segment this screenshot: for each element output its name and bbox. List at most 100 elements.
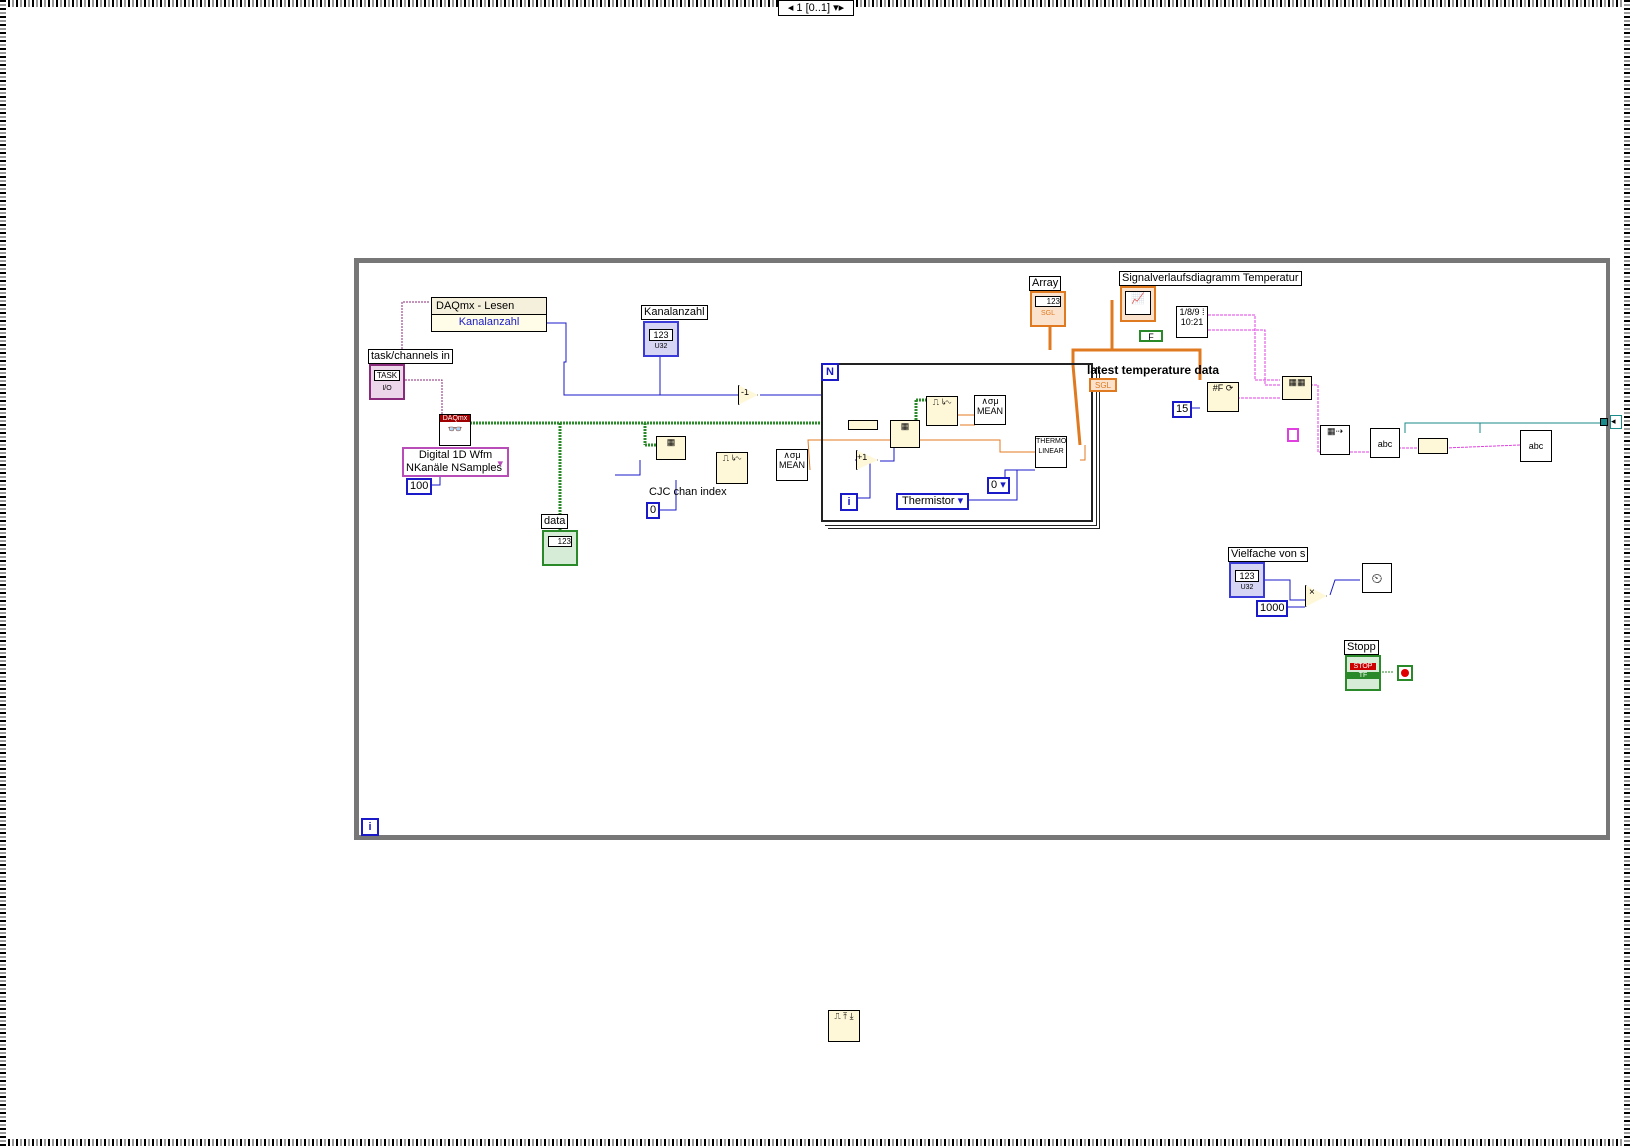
kanalanzahl-indicator[interactable]: 123 U32 [643, 321, 679, 357]
vielfache-type: U32 [1240, 584, 1254, 591]
build-array-node[interactable]: ▦▦ [1282, 376, 1312, 400]
date-time-icon: 1/8/9 ⁞ 10:21 [1179, 307, 1205, 327]
case-selector[interactable]: ◂ 1 [0..1] ▾▸ [778, 0, 854, 16]
array-grid-icon: ▦ [666, 437, 676, 447]
shift-register-out[interactable] [1600, 418, 1608, 426]
cjc-constant[interactable]: 0 [646, 502, 661, 519]
waveform-icon-inner: ⎍ ↳∿ [932, 397, 952, 407]
build-array-icon: ▦▦ [1288, 377, 1306, 387]
for-loop-iteration-terminal[interactable]: i [840, 493, 858, 511]
case-dropdown-icon[interactable]: ▾▸ [833, 2, 845, 14]
const-15[interactable]: 15 [1172, 401, 1193, 418]
format-string-node[interactable]: #F ⟳ [1207, 382, 1239, 412]
case-selector-label: 1 [0..1] [796, 2, 831, 14]
const-1000[interactable]: 1000 [1256, 600, 1289, 617]
vielfache-label: Vielfache von s [1228, 547, 1309, 562]
wait-ms-node[interactable]: ⏲ [1362, 563, 1392, 593]
empty-string-constant[interactable] [1287, 428, 1299, 442]
task-channels-label: task/channels in [368, 349, 453, 364]
false-constant[interactable]: F [1139, 330, 1163, 342]
zero-ring-value: 0 [991, 479, 998, 491]
increment-icon: +1 [857, 452, 868, 462]
thermistor-ring[interactable]: Thermistor ▾ [896, 493, 970, 510]
samples-constant[interactable]: 100 [406, 478, 433, 495]
stop-control[interactable]: STOP TF [1345, 655, 1381, 691]
stopp-label: Stopp [1344, 640, 1379, 655]
index-array-inner[interactable]: ▦ [890, 420, 920, 448]
metronome-icon: ⏲ [1371, 570, 1383, 586]
data-num: 123 [548, 536, 572, 547]
mean-node[interactable]: ∧σμ MEAN [776, 449, 808, 481]
cjc-chan-index-label: CJC chan index [649, 486, 727, 498]
array-indicator[interactable]: 123 SGL [1030, 291, 1066, 327]
unbundle-node[interactable] [848, 420, 878, 430]
channel-count-property[interactable]: Kanalanzahl [458, 316, 520, 328]
latest-temp-indicator[interactable]: SGL [1089, 378, 1117, 392]
string-node[interactable]: abc [1370, 428, 1400, 458]
chart-icon: 📈 [1125, 291, 1151, 315]
kanalanzahl-num: 123 [649, 329, 673, 341]
get-waveform-inner[interactable]: ⎍ ↳∿ [926, 396, 958, 426]
data-indicator[interactable]: 123 [542, 530, 578, 566]
task-icon: TASK [374, 370, 400, 381]
date-time-node[interactable]: 1/8/9 ⁞ 10:21 [1176, 306, 1208, 338]
for-loop[interactable] [821, 363, 1093, 522]
io-icon: I/O [382, 385, 392, 392]
daq-mode-line1: Digital 1D Wfm [418, 449, 493, 461]
loop-count-terminal[interactable]: N [821, 363, 839, 381]
daq-mode-selector[interactable]: Digital 1D Wfm NKanäle NSamples ▾ [402, 447, 509, 477]
format-icon: #F ⟳ [1212, 383, 1234, 393]
signal-chart-label: Signalverlaufsdiagramm Temperatur [1119, 271, 1302, 286]
task-channels-terminal[interactable]: TASK I/O [369, 364, 405, 400]
decrement-icon: -1 [741, 387, 750, 397]
multiply-icon: × [1309, 587, 1315, 598]
kanalanzahl-type: U32 [654, 343, 668, 350]
shift-register-in-icon[interactable]: ◂ [1610, 415, 1622, 429]
signal-chart-terminal[interactable]: 📈 [1120, 286, 1156, 322]
index-array-node[interactable]: ▦ [656, 436, 686, 460]
latest-temp-label: latest temperature data [1087, 363, 1220, 377]
daqmx-read-vi[interactable]: DAQmx 👓 [439, 414, 471, 446]
loop-condition-terminal[interactable] [1397, 665, 1413, 681]
glasses-icon: 👓 [447, 422, 463, 436]
daqmx-icon: DAQmx [440, 415, 470, 422]
get-waveform-node[interactable]: ⎍ ↳∿ [716, 452, 748, 484]
mean-label-inner: MEAN [976, 406, 1003, 416]
daqmx-read-title: DAQmx - Lesen [432, 298, 546, 315]
waveform-build-node[interactable]: ⎍ ⤒ ⤓ [828, 1010, 860, 1042]
concat-node[interactable] [1418, 438, 1448, 454]
vielfache-num: 123 [1235, 570, 1259, 582]
kanalanzahl-label: Kanalanzahl [641, 305, 708, 320]
tf-icon: TF [1347, 672, 1379, 679]
loop-iteration-terminal[interactable]: i [361, 818, 379, 836]
vielfache-control[interactable]: 123 U32 [1229, 562, 1265, 598]
mean-label: MEAN [778, 460, 805, 470]
write-abc-icon: abc [1528, 441, 1544, 451]
mean-node-inner[interactable]: ∧σμ MEAN [974, 395, 1006, 425]
array-to-spreadsheet-node[interactable]: ▦⇢ [1320, 425, 1350, 455]
daq-mode-line2: NKanäle NSamples [406, 462, 502, 474]
spreadsheet-icon: ▦⇢ [1326, 426, 1344, 436]
while-loop[interactable] [354, 258, 1610, 840]
prev-case-arrow[interactable]: ◂ [787, 2, 794, 14]
array-label: Array [1029, 276, 1062, 291]
daqmx-read-property-node[interactable]: DAQmx - Lesen Kanalanzahl [431, 297, 547, 332]
frame-right-border [1624, 0, 1630, 1146]
waveform-icon: ⎍ ↳∿ [722, 453, 742, 463]
dropdown-icon: ▾ [497, 458, 503, 470]
thermo-icon: THERMO LINEAR [1036, 438, 1067, 455]
daqmx-read-label: DAQmx - Lesen [436, 300, 515, 312]
zero-ring[interactable]: 0 ▾ [987, 477, 1010, 494]
thermistor-convert-node[interactable]: THERMO LINEAR [1035, 436, 1067, 468]
frame-bottom-border [0, 1139, 1630, 1146]
array-grid-icon-inner: ▦ [900, 421, 910, 431]
build-waveform-icon: ⎍ ⤒ ⤓ [834, 1011, 854, 1021]
data-label: data [541, 514, 569, 529]
array-num: 123 [1035, 296, 1061, 307]
stop-icon: STOP [1350, 663, 1376, 670]
dropdown-icon: ▾ [957, 495, 964, 507]
frame-left-border [0, 0, 6, 1146]
abc-icon: abc [1377, 439, 1393, 449]
write-file-node[interactable]: abc [1520, 430, 1552, 462]
mean-graph-icon: ∧σμ [783, 450, 801, 460]
